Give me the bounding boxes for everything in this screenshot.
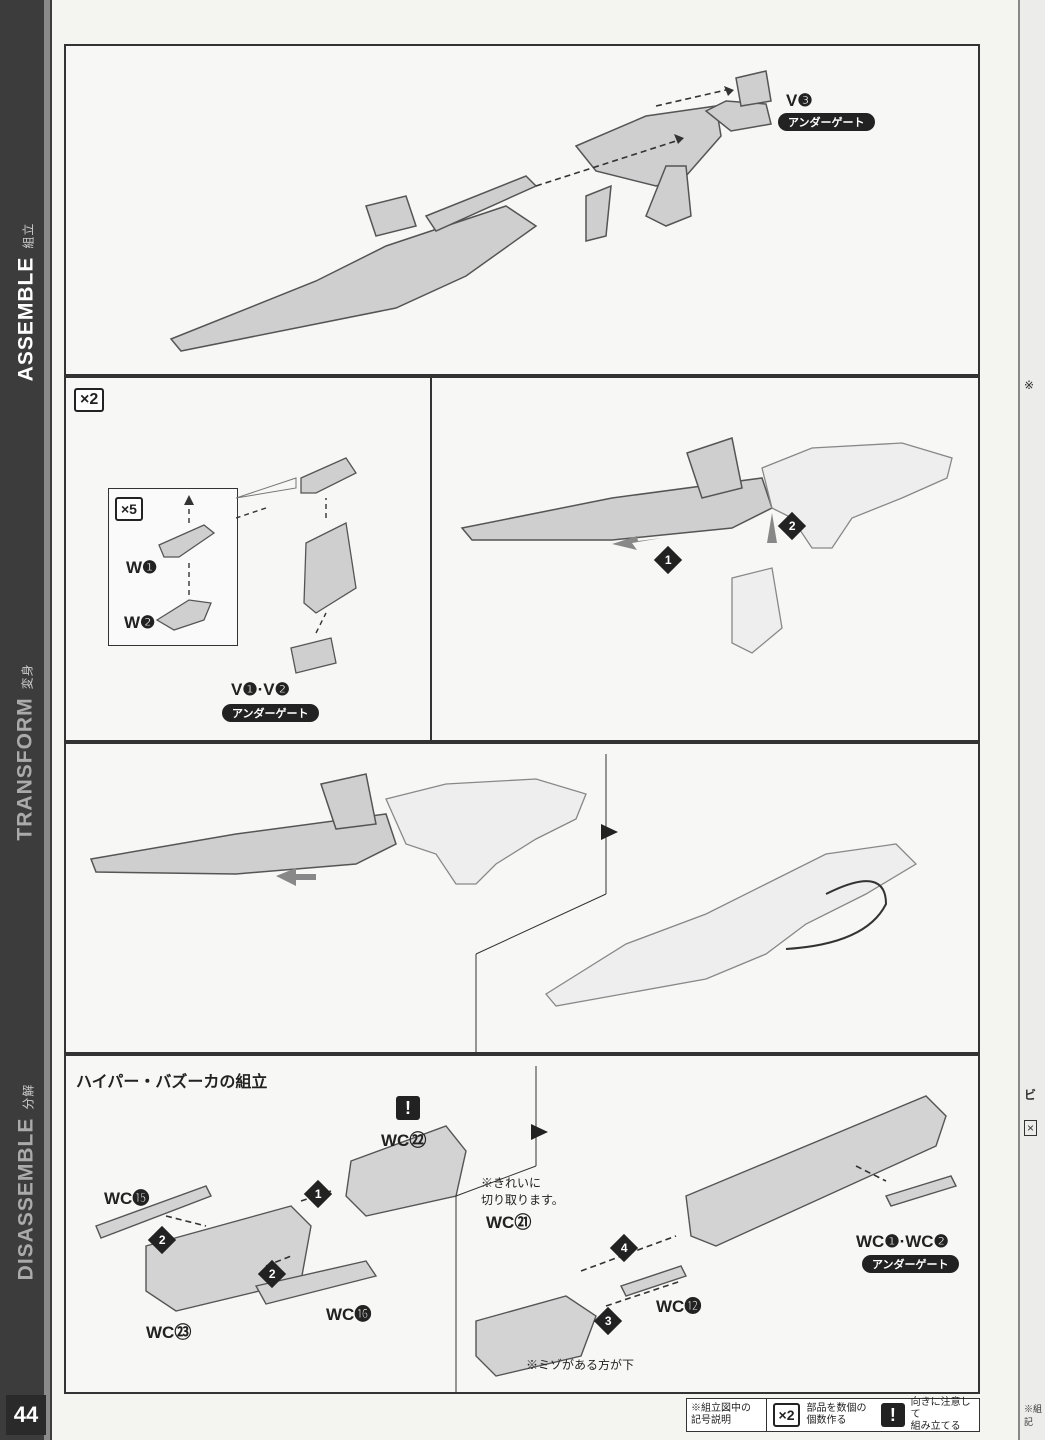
step-panel-attach-magazine: 1 2 bbox=[430, 376, 980, 742]
symbol-legend: ※組立図中の 記号説明 ×2 部品を数個の 個数作る ! 向きに注意して 組み立… bbox=[686, 1397, 980, 1432]
step-2-label: 2 bbox=[788, 519, 796, 533]
part-wc12-label: WC⓬ bbox=[656, 1297, 702, 1316]
magazine-illustration bbox=[236, 457, 357, 674]
legend-caution-text: 向きに注意して 組み立てる bbox=[910, 1397, 971, 1432]
rifle-magazine-illustration bbox=[460, 437, 953, 654]
step-1-label: 1 bbox=[664, 553, 672, 567]
section-sidebar: ASSEMBLE 組立 TRANSFORM 変身 DISASSEMBLE 分解 44 bbox=[0, 0, 52, 1440]
step-panel-rifle-assembly: V❸ アンダーゲート bbox=[64, 44, 980, 376]
w-parts-illustration bbox=[155, 495, 216, 631]
disassemble-label: DISASSEMBLE bbox=[14, 1117, 38, 1281]
edge-note: ※ bbox=[1024, 378, 1035, 392]
part-wc1-wc2-label: WC❶·WC❷ bbox=[856, 1232, 949, 1251]
sidebar-assemble: ASSEMBLE 組立 bbox=[0, 223, 52, 382]
under-gate-badge: アンダーゲート bbox=[778, 113, 875, 131]
legend-caution-icon: ! bbox=[881, 1403, 905, 1427]
assemble-label: ASSEMBLE bbox=[14, 256, 38, 382]
part-wc22-label: WC㉒ bbox=[381, 1131, 427, 1150]
legend-qty-text: 部品を数個の 個数作る bbox=[806, 1403, 867, 1426]
sidebar-disassemble: DISASSEMBLE 分解 bbox=[0, 1084, 52, 1281]
part-wc15-label: WC⓯ bbox=[104, 1189, 150, 1208]
step-panel-bazooka: ハイパー・バズーカの組立 WC⓯ ! WC㉒ 1 2 2 WC㉓ WC⓰ ※ bbox=[64, 1054, 980, 1394]
step-panel-transform bbox=[64, 742, 980, 1054]
part-wc23-label: WC㉓ bbox=[146, 1323, 192, 1342]
disassemble-jp-label: 分解 bbox=[21, 1083, 36, 1110]
groove-note: ※ミゾがある方が下 bbox=[526, 1358, 635, 1372]
bz-step-1-label: 1 bbox=[314, 1187, 322, 1201]
caution-icon: ! bbox=[396, 1096, 420, 1120]
step-panel-magazine: ×2 ×5 W❶ W❷ V❶·V❷ アンダーゲート bbox=[64, 376, 432, 742]
cut-clean-note: ※きれいに 切り取ります。 bbox=[481, 1176, 564, 1207]
transform-label: TRANSFORM bbox=[14, 697, 38, 841]
edge-badge: × bbox=[1024, 1120, 1038, 1136]
rifle-transform-illustration bbox=[89, 754, 918, 1052]
part-v3-label: V❸ bbox=[786, 91, 813, 110]
under-gate-badge-2: アンダーゲート bbox=[222, 704, 319, 722]
inset-quantity-badge: ×5 bbox=[115, 497, 143, 521]
quantity-badge: ×2 bbox=[74, 388, 105, 412]
transform-jp-label: 変身 bbox=[21, 663, 36, 690]
assemble-jp-label: 組立 bbox=[21, 222, 36, 249]
legend-title: ※組立図中の 記号説明 bbox=[687, 1399, 767, 1431]
part-wc21-label: WC㉑ bbox=[486, 1213, 532, 1232]
edge-title: ビ bbox=[1024, 1088, 1037, 1102]
part-v1-v2-label: V❶·V❷ bbox=[231, 680, 290, 699]
bz-step-2a-label: 2 bbox=[158, 1233, 166, 1247]
page-number: 44 bbox=[6, 1395, 46, 1435]
next-page-edge: ※ ビ × ※組 記 bbox=[1018, 0, 1045, 1440]
bazooka-assembly-title: ハイパー・バズーカの組立 bbox=[76, 1074, 268, 1091]
sidebar-stripe bbox=[44, 0, 50, 1440]
bz-step-2b-label: 2 bbox=[268, 1267, 276, 1281]
under-gate-badge-3: アンダーゲート bbox=[862, 1255, 959, 1273]
inset-box: ×5 bbox=[108, 488, 238, 646]
rifle-illustration bbox=[169, 70, 772, 352]
bz-step-4-label: 4 bbox=[620, 1241, 628, 1255]
part-wc16-label: WC⓰ bbox=[326, 1305, 372, 1324]
part-w2-label: W❷ bbox=[124, 613, 156, 632]
sidebar-transform: TRANSFORM 変身 bbox=[0, 663, 52, 840]
part-w1-label: W❶ bbox=[126, 558, 158, 577]
edge-legend: ※組 記 bbox=[1024, 1404, 1043, 1427]
legend-qty-icon: ×2 bbox=[772, 1403, 801, 1427]
bz-step-3-label: 3 bbox=[604, 1314, 612, 1328]
